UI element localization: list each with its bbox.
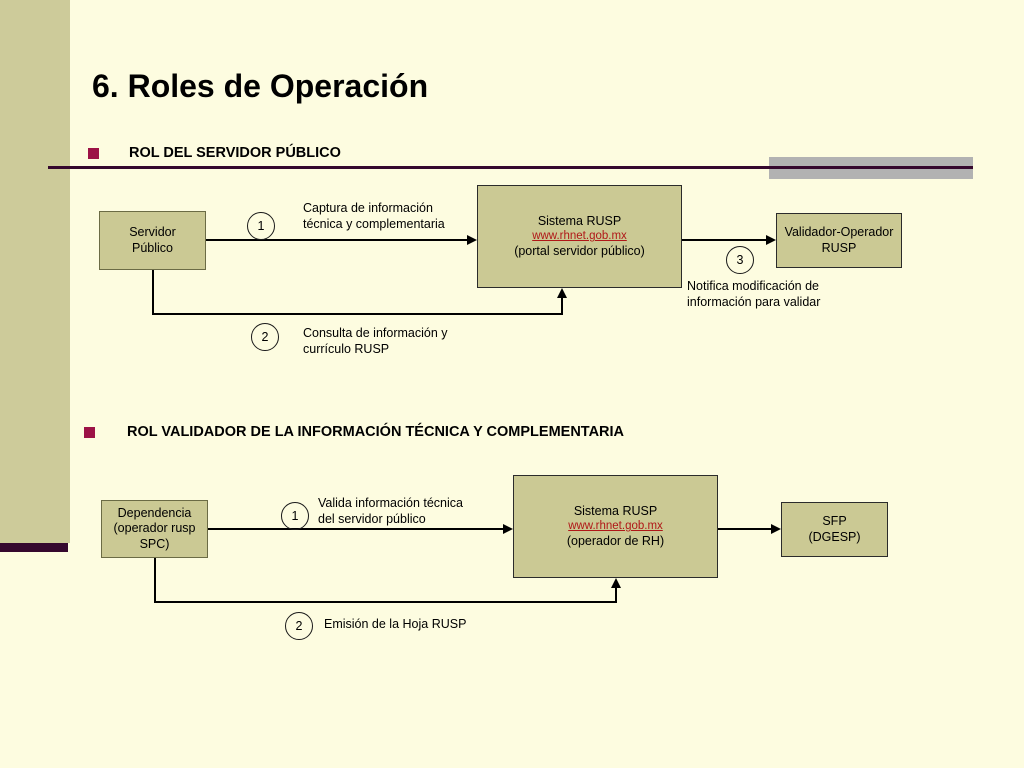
node-line-2: RUSP bbox=[821, 240, 857, 255]
step-caption-s2-1: Valida información técnica del servidor … bbox=[318, 496, 463, 527]
node-validador-operador-rusp[interactable]: Validador-Operador RUSP bbox=[776, 213, 902, 268]
connector-s2-step1-line bbox=[208, 528, 503, 530]
step-caption-s1-2: Consulta de información y currículo RUSP bbox=[303, 326, 448, 357]
node-line-2: Público bbox=[132, 240, 173, 255]
connector-s2-step2-vline-left bbox=[154, 558, 156, 603]
connector-s2-system-to-sfp-line bbox=[718, 528, 771, 530]
left-accent-bar bbox=[0, 543, 68, 552]
section-2-label: ROL VALIDADOR DE LA INFORMACIÓN TÉCNICA … bbox=[127, 424, 625, 440]
node-line-3: SPC) bbox=[139, 536, 170, 551]
square-bullet-icon bbox=[84, 426, 95, 438]
connector-s1-step2-hline bbox=[152, 313, 563, 315]
connector-s2-system-to-sfp-arrowhead bbox=[771, 524, 781, 534]
connector-s1-step3-line bbox=[682, 239, 766, 241]
step-number: 1 bbox=[257, 219, 265, 233]
section-1-label: ROL DEL SERVIDOR PÚBLICO bbox=[129, 145, 341, 161]
step-caption-s2-2: Emisión de la Hoja RUSP bbox=[324, 617, 467, 631]
step-badge-s1-3: 3 bbox=[726, 246, 754, 274]
step-badge-s1-2: 2 bbox=[251, 323, 279, 351]
page-title: 6. Roles de Operación bbox=[92, 68, 429, 104]
rusp-url-link[interactable]: www.rhnet.gob.mx bbox=[532, 230, 627, 243]
step-badge-s2-2: 2 bbox=[285, 612, 313, 640]
node-sistema-rusp-portal[interactable]: Sistema RUSP www.rhnet.gob.mx (portal se… bbox=[477, 185, 682, 288]
connector-s2-step2-arrowhead bbox=[611, 578, 621, 588]
step-number: 1 bbox=[291, 509, 299, 523]
step-badge-s2-1: 1 bbox=[281, 502, 309, 530]
node-sistema-rusp-operador[interactable]: Sistema RUSP www.rhnet.gob.mx (operador … bbox=[513, 475, 718, 578]
node-line-3: (operador de RH) bbox=[566, 533, 665, 548]
node-line-1: Validador-Operador bbox=[784, 224, 894, 239]
left-decorative-band bbox=[0, 0, 70, 543]
node-line-2: (operador rusp bbox=[113, 521, 196, 536]
connector-s1-step3-arrowhead bbox=[766, 235, 776, 245]
step-badge-s1-1: 1 bbox=[247, 212, 275, 240]
node-line-1: SFP bbox=[822, 513, 847, 528]
node-line-1: Sistema RUSP bbox=[537, 213, 622, 228]
connector-s1-step2-vline-left bbox=[152, 270, 154, 315]
step-number: 3 bbox=[736, 253, 744, 267]
connector-s1-step1-line bbox=[206, 239, 467, 241]
header-divider-rule bbox=[48, 166, 973, 169]
node-dependencia[interactable]: Dependencia (operador rusp SPC) bbox=[101, 500, 208, 558]
connector-s1-step2-arrowhead bbox=[557, 288, 567, 298]
node-line-1: Dependencia bbox=[117, 505, 192, 520]
connector-s2-step2-hline bbox=[154, 601, 617, 603]
node-servidor-publico[interactable]: Servidor Público bbox=[99, 211, 206, 270]
square-bullet-icon bbox=[88, 147, 99, 159]
step-number: 2 bbox=[295, 619, 303, 633]
connector-s1-step2-vline-right bbox=[561, 296, 563, 315]
node-line-3: (portal servidor público) bbox=[514, 243, 645, 258]
step-number: 2 bbox=[261, 330, 269, 344]
node-line-1: Sistema RUSP bbox=[573, 503, 658, 518]
node-line-1: Servidor bbox=[129, 224, 176, 239]
connector-s1-step1-arrowhead bbox=[467, 235, 477, 245]
node-line-2: (DGESP) bbox=[808, 529, 861, 544]
connector-s2-step1-arrowhead bbox=[503, 524, 513, 534]
section-1-bullet: ROL DEL SERVIDOR PÚBLICO bbox=[88, 145, 341, 161]
step-caption-s1-1: Captura de información técnica y complem… bbox=[303, 201, 445, 232]
connector-s2-step2-vline-right bbox=[615, 586, 617, 603]
section-2-bullet: ROL VALIDADOR DE LA INFORMACIÓN TÉCNICA … bbox=[84, 424, 624, 440]
node-sfp-dgesp[interactable]: SFP (DGESP) bbox=[781, 502, 888, 557]
step-caption-s1-3: Notifica modificación de información par… bbox=[687, 279, 821, 310]
rusp-url-link[interactable]: www.rhnet.gob.mx bbox=[568, 520, 663, 533]
